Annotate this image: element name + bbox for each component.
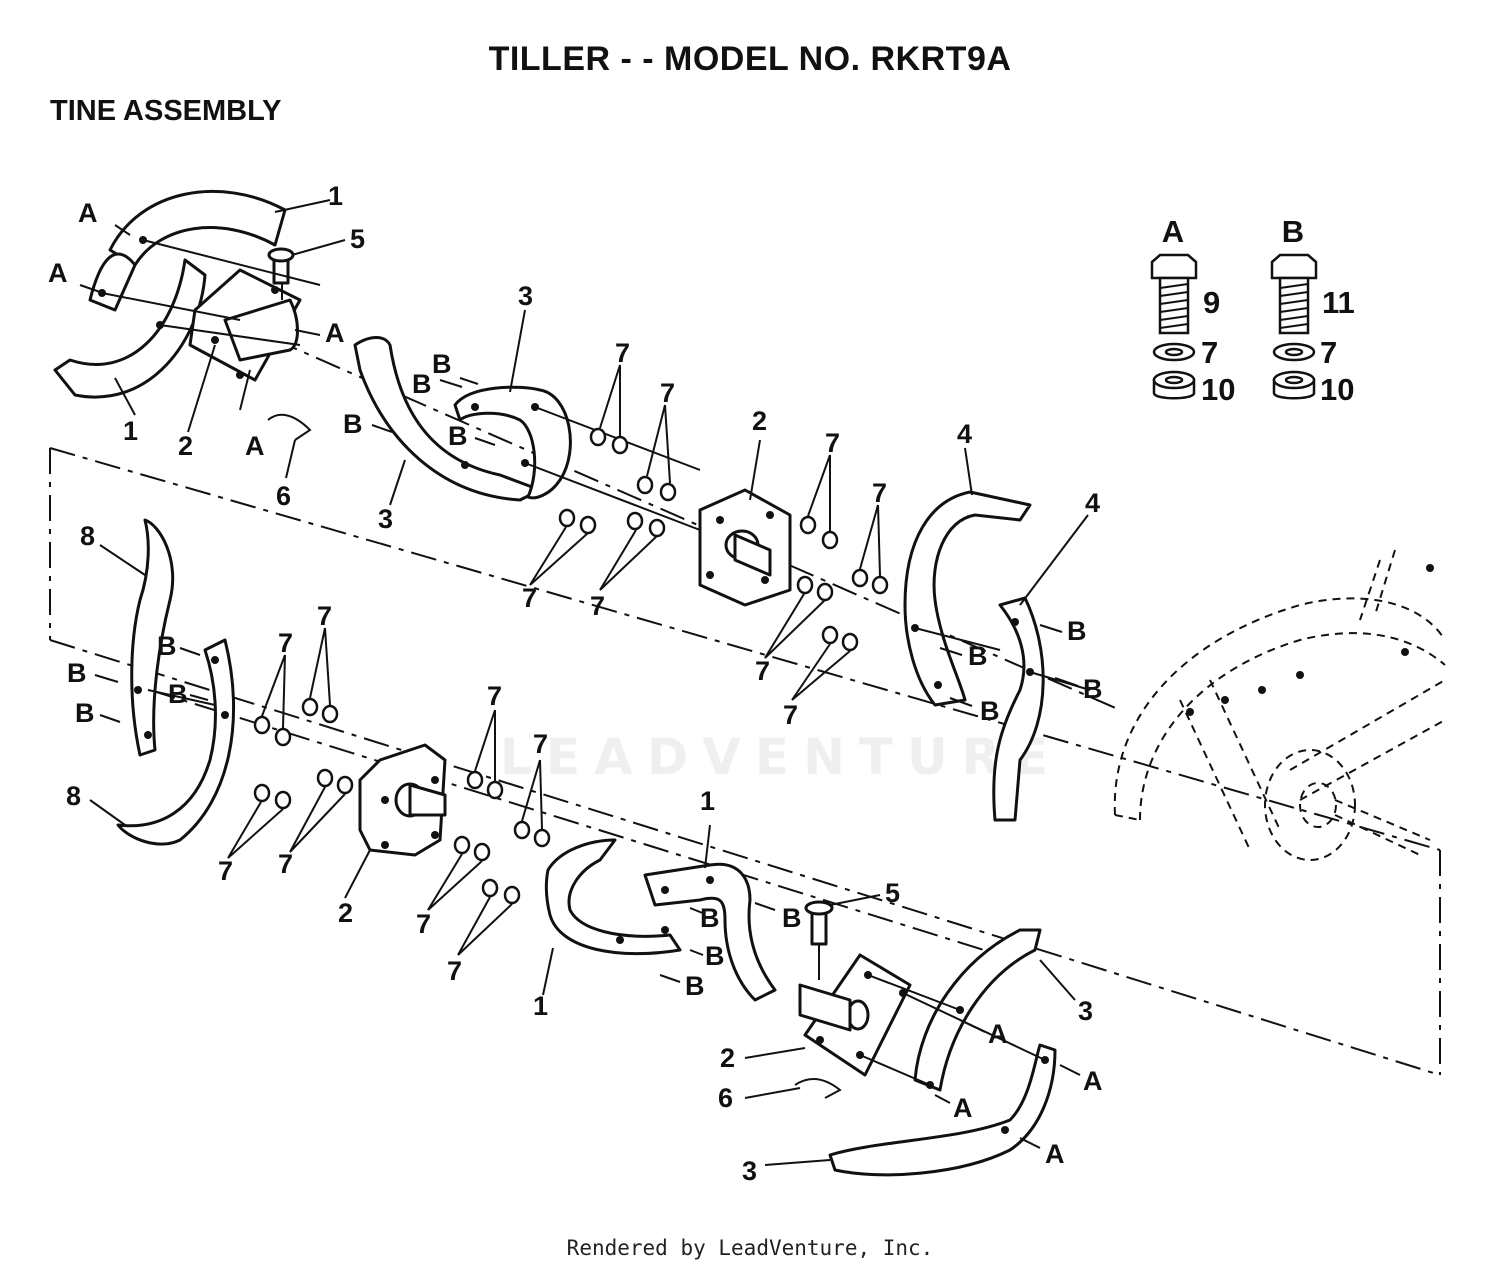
callout-a: A: [245, 431, 265, 461]
callout-7: 7: [872, 478, 887, 508]
callout-7: 7: [416, 909, 431, 939]
hardware-legend: A B 9 7 10 11 7 10: [1150, 214, 1355, 407]
callout-8: 8: [80, 521, 95, 551]
callout-7: 7: [533, 729, 548, 759]
callout-b: B: [343, 409, 363, 439]
callout-b: B: [700, 903, 720, 933]
callout-b: B: [168, 679, 188, 709]
callout-b: B: [980, 696, 1000, 726]
callout-b: B: [157, 631, 177, 661]
upper-right-tine-set: [903, 490, 1091, 822]
lower-mid-hub: [358, 743, 447, 857]
callout-7: 7: [317, 601, 332, 631]
assembly-panel-outline: [49, 447, 1441, 1076]
tiller-housing: [1113, 549, 1446, 861]
legend-b-nut-number: 10: [1320, 372, 1354, 407]
callout-3: 3: [742, 1156, 757, 1186]
callout-7: 7: [278, 849, 293, 879]
callout-3: 3: [518, 281, 533, 311]
callout-2: 2: [178, 431, 193, 461]
callout-1: 1: [123, 416, 138, 446]
callout-5: 5: [350, 224, 365, 254]
callout-b: B: [432, 349, 452, 379]
washer-leader-lines: [227, 364, 881, 956]
callout-6: 6: [718, 1083, 733, 1113]
callout-7: 7: [278, 628, 293, 658]
callout-a: A: [48, 258, 68, 288]
callout-7: 7: [487, 681, 502, 711]
callout-1: 1: [328, 181, 343, 211]
callout-7: 7: [783, 700, 798, 730]
part-callouts: 1 1 1 1 2 2 2 2 3 3 3 3 4 4 5 5 6 6 8 8 …: [48, 181, 1103, 1186]
callout-a: A: [988, 1019, 1008, 1049]
callout-6: 6: [276, 481, 291, 511]
callout-b: B: [1083, 674, 1103, 704]
footer-credit: Rendered by LeadVenture, Inc.: [566, 1236, 934, 1260]
callout-1: 1: [533, 991, 548, 1021]
callout-7: 7: [615, 338, 630, 368]
upper-left-tine-set: [53, 189, 321, 441]
shaft-centerlines: [149, 319, 1121, 956]
callout-5: 5: [885, 878, 900, 908]
callout-2: 2: [720, 1043, 735, 1073]
callout-4: 4: [957, 419, 972, 449]
callout-b: B: [67, 658, 87, 688]
callout-7: 7: [447, 956, 462, 986]
lower-center-tine-set: [544, 838, 777, 1002]
callout-8: 8: [66, 781, 81, 811]
callout-3: 3: [1078, 996, 1093, 1026]
legend-a-bolt-number: 9: [1203, 285, 1220, 320]
upper-mid-hub: [698, 488, 792, 607]
callout-b: B: [75, 698, 95, 728]
callout-7: 7: [590, 591, 605, 621]
callout-3: 3: [378, 504, 393, 534]
callout-2: 2: [752, 406, 767, 436]
callout-7: 7: [755, 656, 770, 686]
part-leader-lines: [89, 199, 1089, 1166]
upper-mid-tine-set: [353, 336, 701, 531]
callout-2: 2: [338, 898, 353, 928]
callout-b: B: [705, 941, 725, 971]
legend-b-washer-number: 7: [1320, 335, 1337, 370]
callout-7: 7: [218, 856, 233, 886]
lock-washers: [253, 427, 889, 905]
callout-a: A: [953, 1093, 973, 1123]
callout-b: B: [782, 903, 802, 933]
callout-b: B: [968, 641, 988, 671]
callout-a: A: [1083, 1066, 1103, 1096]
callout-a: A: [325, 318, 345, 348]
callout-7: 7: [660, 378, 675, 408]
section-title: TINE ASSEMBLY: [50, 95, 282, 127]
legend-b-bolt-number: 11: [1322, 285, 1355, 320]
callout-b: B: [1067, 616, 1087, 646]
legend-letter-b: B: [1282, 214, 1304, 249]
callout-1: 1: [700, 786, 715, 816]
watermark-text: LEADVENTURE: [500, 728, 1063, 786]
callout-4: 4: [1085, 488, 1100, 518]
legend-a-nut-number: 10: [1201, 372, 1235, 407]
callout-arrows: [79, 224, 1081, 1149]
callout-7: 7: [522, 583, 537, 613]
callout-7: 7: [825, 428, 840, 458]
legend-letter-a: A: [1162, 214, 1184, 249]
callout-a: A: [78, 198, 98, 228]
callout-a: A: [1045, 1139, 1065, 1169]
callout-b: B: [412, 369, 432, 399]
callout-b: B: [685, 971, 705, 1001]
diagram-title: TILLER - - MODEL NO. RKRT9A: [488, 40, 1012, 78]
callout-b: B: [448, 421, 468, 451]
lower-left-tine-set: [116, 518, 235, 846]
legend-a-washer-number: 7: [1201, 335, 1218, 370]
lower-right-tine-set: [794, 900, 1057, 1177]
